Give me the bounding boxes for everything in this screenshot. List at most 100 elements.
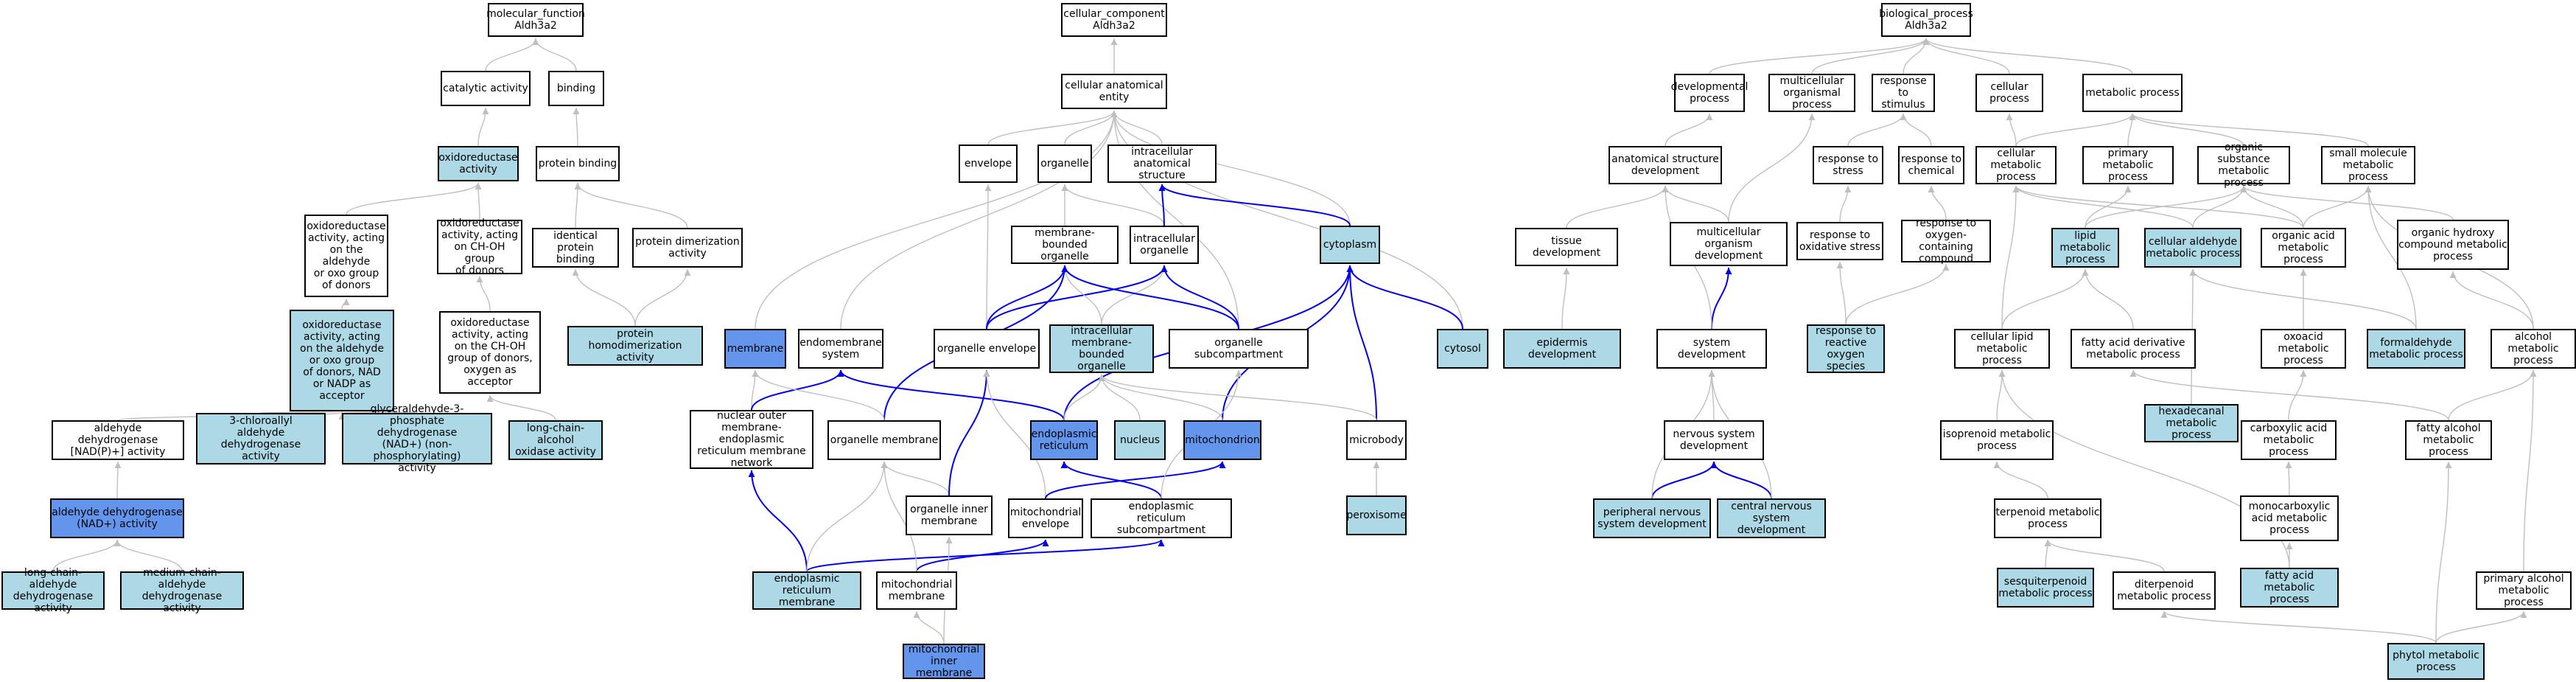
go-term-node-response-ox-stress: response to oxidative stress xyxy=(1796,222,1883,260)
edge-oxido-aldehyde-to-oxidoreductase xyxy=(346,182,482,215)
go-term-node-response-oxygen: response to oxygen-containing compound xyxy=(1901,218,1991,265)
edge-response-ros-to-response-ox-stress xyxy=(1836,261,1847,325)
edge-phytol-to-fatty-alcohol xyxy=(2435,461,2452,644)
edge-central-ns-to-nervous-dev xyxy=(1710,461,1772,499)
edge-phytol-to-primary-alcohol xyxy=(2435,610,2527,644)
go-term-node-mito-inner: mitochondrial inner membrane xyxy=(903,644,985,679)
edge-sesquiterpenoid-to-terpenoid xyxy=(2044,539,2051,568)
go-term-node-oxoacid: oxoacid metabolic process xyxy=(2261,329,2346,369)
edge-microbody-to-intra-mb-organelle xyxy=(1098,374,1377,421)
go-term-node-oxido-choh: oxidoreductase activity, acting on CH-OH… xyxy=(437,218,522,276)
edge-er-to-endomembrane xyxy=(837,369,1065,421)
edge-organic-acid-to-cellular-metabolic xyxy=(2012,185,2304,229)
edge-alcohol-metabolic-to-organic-hydroxy xyxy=(2449,271,2534,330)
go-term-node-oxidoreductase: oxidoreductase activity xyxy=(438,146,519,181)
edge-er-membrane-to-nuclear-outer xyxy=(748,470,808,572)
edge-multicellular-dev-to-multicellular-op xyxy=(1728,113,1816,223)
go-term-node-organic-acid: organic acid metabolic process xyxy=(2261,228,2346,268)
edge-metabolic-process-to-bp-root xyxy=(1922,38,2133,74)
go-term-node-chloroallyl: 3-chloroallyl aldehyde dehydrogenase act… xyxy=(196,413,326,464)
edge-oxido-aldehyde-nad-to-oxido-aldehyde xyxy=(341,298,350,310)
edge-organelle-envelope-to-intra-organelle xyxy=(986,265,1168,330)
edge-primary-alcohol-to-alcohol-metabolic xyxy=(2523,369,2537,572)
go-term-node-phytol: phytol metabolic process xyxy=(2387,643,2485,680)
edge-formaldehyde-to-small-molecule xyxy=(2365,185,2417,330)
go-term-node-intra-mb-organelle: intracellular membrane-bounded organelle xyxy=(1049,324,1154,373)
edge-cytosol-to-cae xyxy=(1110,110,1463,330)
go-term-node-dimerization: protein dimerization activity xyxy=(632,228,743,268)
go-term-node-lc-alcohol-oxidase: long-chain-alcohol oxidase activity xyxy=(508,420,603,460)
go-term-node-organic-substance: organic substance metabolic process xyxy=(2197,142,2290,189)
edge-er-membrane-to-er-subcomp xyxy=(806,539,1165,572)
edge-organelle-inner-to-organelle-membrane xyxy=(881,461,950,496)
edge-aldh-nad-to-aldh-nadp xyxy=(114,461,122,499)
edge-mito-membrane-to-mito-envelope xyxy=(916,539,1049,572)
edge-response-ox-stress-to-response-stress xyxy=(1839,185,1852,223)
edge-dimerization-to-protein-binding xyxy=(574,182,688,229)
edge-intra-mb-organelle-to-mb-organelle xyxy=(1061,265,1102,325)
edge-epidermis-dev-to-tissue-dev xyxy=(1561,267,1570,330)
go-term-node-envelope: envelope xyxy=(959,145,1018,183)
go-term-node-mb-organelle: membrane-bounded organelle xyxy=(1011,226,1119,264)
go-term-node-mf-root: molecular_function Aldh3a2 xyxy=(486,3,585,37)
go-term-node-hexadecanal: hexadecanal metabolic process xyxy=(2144,404,2239,442)
go-term-node-cellular-aldehyde: cellular aldehyde metabolic process xyxy=(2144,228,2241,268)
go-term-node-organelle-envelope: organelle envelope xyxy=(934,329,1040,369)
go-term-node-anat-dev: anatomical structure development xyxy=(1609,146,1722,184)
edge-organelle-membrane-to-membrane xyxy=(752,369,885,421)
edge-cellular-metabolic-to-metabolic-process xyxy=(2015,113,2136,147)
edge-er-membrane-to-organelle-membrane xyxy=(806,461,888,572)
go-term-node-metabolic-process: metabolic process xyxy=(2082,74,2183,112)
edge-phytol-to-diterpenoid xyxy=(2160,610,2437,644)
edge-mito-envelope-to-mitochondrion xyxy=(1045,461,1226,499)
go-term-node-tissue-dev: tissue development xyxy=(1515,228,1618,266)
edge-intracellular-as-to-cae xyxy=(1110,110,1163,145)
edge-cellular-lipid-to-cellular-metabolic xyxy=(2001,185,2020,330)
go-term-node-cellular-process: cellular process xyxy=(1975,74,2043,112)
go-term-node-er-subcomp: endoplasmic reticulum subcompartment xyxy=(1091,498,1232,538)
go-term-node-small-molecule: small molecule metabolic process xyxy=(2321,146,2415,184)
go-term-node-mito-envelope: mitochondrial envelope xyxy=(1008,498,1083,538)
edge-chloroallyl-to-oxido-aldehyde-nad xyxy=(260,406,345,414)
go-term-node-cytosol: cytosol xyxy=(1437,329,1488,369)
go-term-node-bp-root: biological_process Aldh3a2 xyxy=(1879,3,1973,37)
edge-organelle-envelope-to-envelope xyxy=(984,184,992,330)
go-term-node-multicellular-op: multicellular organismal process xyxy=(1768,74,1855,112)
go-term-node-diterpenoid: diterpenoid metabolic process xyxy=(2113,571,2216,610)
edge-cytoplasm-to-cae xyxy=(1110,110,1351,226)
edge-membrane-to-cae xyxy=(755,110,1118,330)
edge-anat-dev-to-dev-process xyxy=(1665,113,1713,147)
go-term-node-lc-aldh: long-chain-aldehyde dehydrogenase activi… xyxy=(1,567,105,614)
go-term-node-er-membrane: endoplasmic reticulum membrane xyxy=(752,571,861,610)
edge-gapdh-to-oxido-aldehyde-nad xyxy=(339,406,418,414)
edge-oxido-choh-to-oxidoreductase xyxy=(475,182,482,220)
go-term-node-mitochondrion: mitochondrion xyxy=(1183,420,1261,460)
edge-cellular-process-to-bp-root xyxy=(1922,38,2010,74)
go-term-node-er: endoplasmic reticulum xyxy=(1030,420,1098,460)
go-term-node-cc-root: cellular_component Aldh3a2 xyxy=(1061,3,1167,37)
go-term-node-lipid-metabolic: lipid metabolic process xyxy=(2051,228,2119,268)
go-term-node-cae: cellular anatomical entity xyxy=(1061,74,1167,109)
edge-protein-binding-to-binding xyxy=(573,107,580,147)
edge-terpenoid-to-isoprenoid xyxy=(1993,461,2048,499)
go-term-node-mito-membrane: mitochondrial membrane xyxy=(876,571,957,610)
edge-response-oxygen-to-response-chemical xyxy=(1928,185,1947,220)
go-term-node-monocarboxylic: monocarboxylic acid metabolic process xyxy=(2240,495,2339,541)
go-term-node-response-stress: response to stress xyxy=(1813,146,1883,184)
go-term-node-terpenoid: terpenoid metabolic process xyxy=(1994,498,2101,538)
go-term-node-binding: binding xyxy=(548,71,604,106)
edge-homodimerization-to-identical-pb xyxy=(572,268,636,327)
edge-system-dev-to-multicellular-dev xyxy=(1711,267,1732,330)
edge-peripheral-ns-to-nervous-dev xyxy=(1651,461,1718,499)
edge-mito-inner-to-mito-membrane xyxy=(913,610,945,644)
go-term-node-aldh-nad: aldehyde dehydrogenase (NAD+) activity xyxy=(50,498,184,538)
edge-tissue-dev-to-anat-dev xyxy=(1566,185,1669,229)
edge-fatty-deriv-to-lipid-metabolic xyxy=(2082,268,2134,330)
go-term-node-multicellular-dev: multicellular organism development xyxy=(1670,222,1788,266)
go-term-node-isoprenoid: isoprenoid metabolic process xyxy=(1940,420,2054,460)
go-term-node-mc-aldh: medium-chain-aldehyde dehydrogenase acti… xyxy=(120,567,244,614)
edge-cellular-metabolic-to-cellular-process xyxy=(2006,113,2017,147)
edge-intra-organelle-to-organelle xyxy=(1061,184,1165,226)
go-term-node-response-ros: response to reactive oxygen species xyxy=(1807,324,1885,373)
edge-mito-membrane-to-organelle-membrane xyxy=(881,461,917,572)
